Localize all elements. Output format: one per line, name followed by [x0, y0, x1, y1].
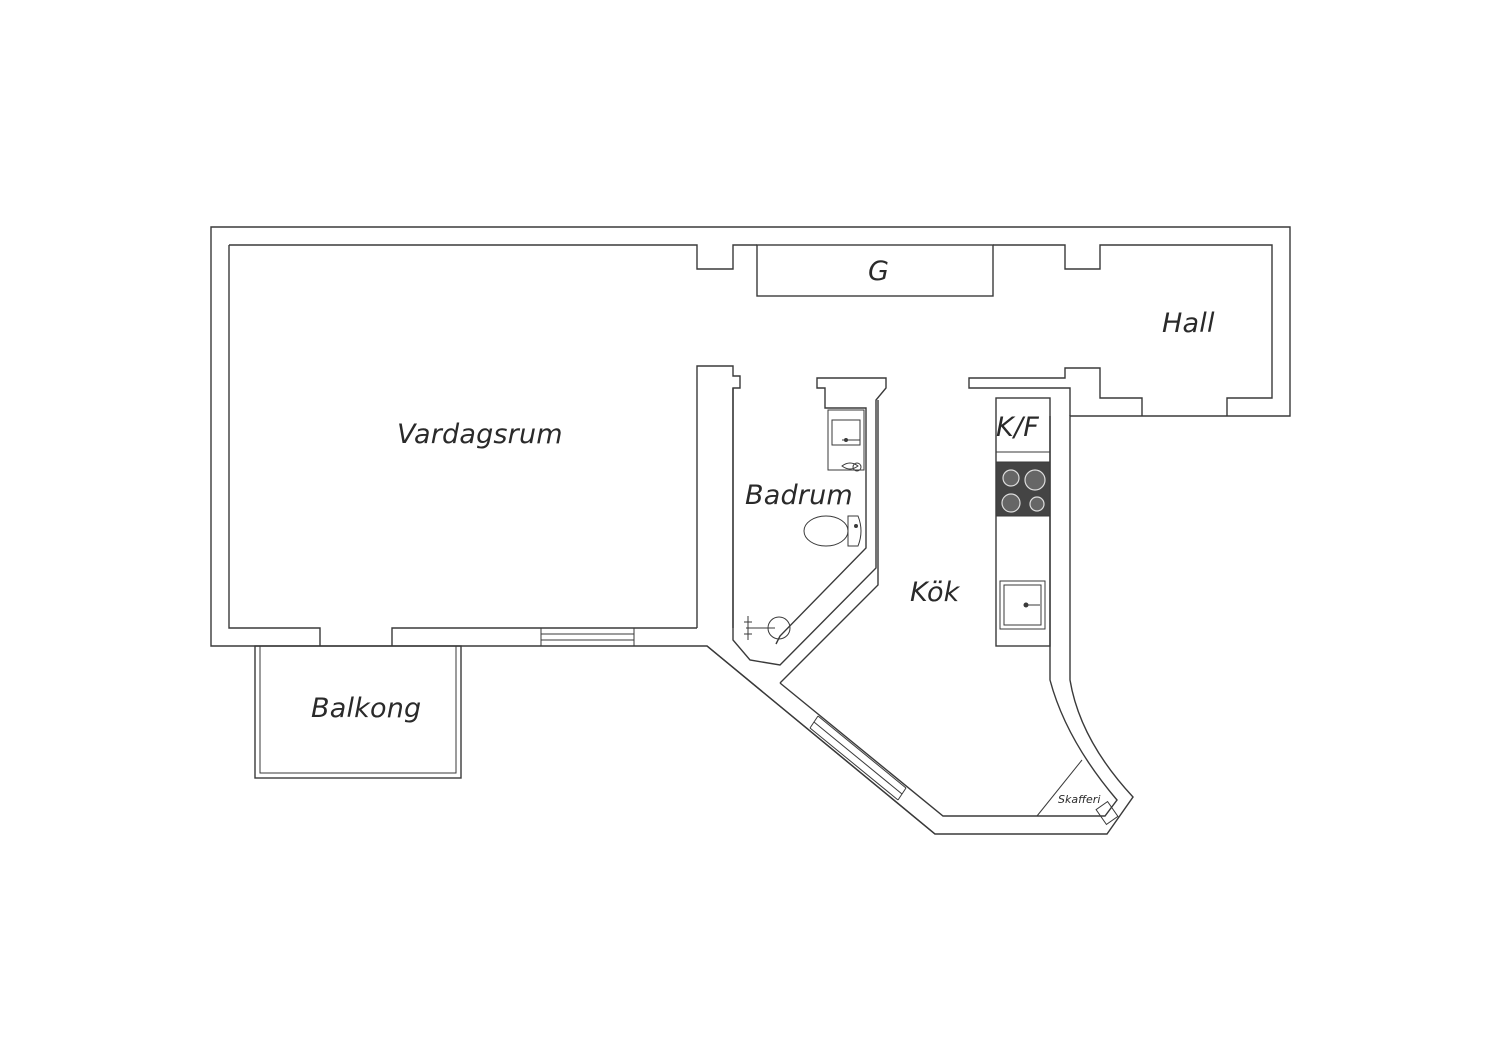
hall-label: Hall: [1162, 308, 1215, 339]
balcony: [254, 645, 462, 779]
stove-icon: [995, 461, 1051, 517]
wardrobe: [756, 244, 994, 297]
balcony-label: Balkong: [311, 693, 421, 724]
living-room-window: [540, 627, 635, 647]
hall-top-wall: [968, 244, 1273, 416]
kitchen-wall: [706, 416, 1118, 835]
living-room-label: Vardagsrum: [397, 419, 563, 450]
outer-wall: [210, 226, 1291, 835]
bathroom-label: Badrum: [745, 480, 853, 511]
kitchen-label: Kök: [910, 577, 961, 608]
toilet-icon: [803, 515, 862, 547]
kitchen-window: [809, 715, 907, 801]
living-room-wall: [228, 244, 757, 646]
pantry: [1036, 759, 1083, 817]
kitchen-sink-icon: [999, 580, 1046, 630]
pantry-vent: [1095, 800, 1119, 826]
washbasin-icon: [827, 409, 865, 472]
pantry-label: Skafferi: [1058, 793, 1100, 806]
shower-icon: [744, 616, 791, 640]
wardrobe-label: G: [868, 256, 889, 287]
bathroom-wall: [732, 377, 887, 684]
fridge-freezer-label: K/F: [996, 412, 1039, 443]
